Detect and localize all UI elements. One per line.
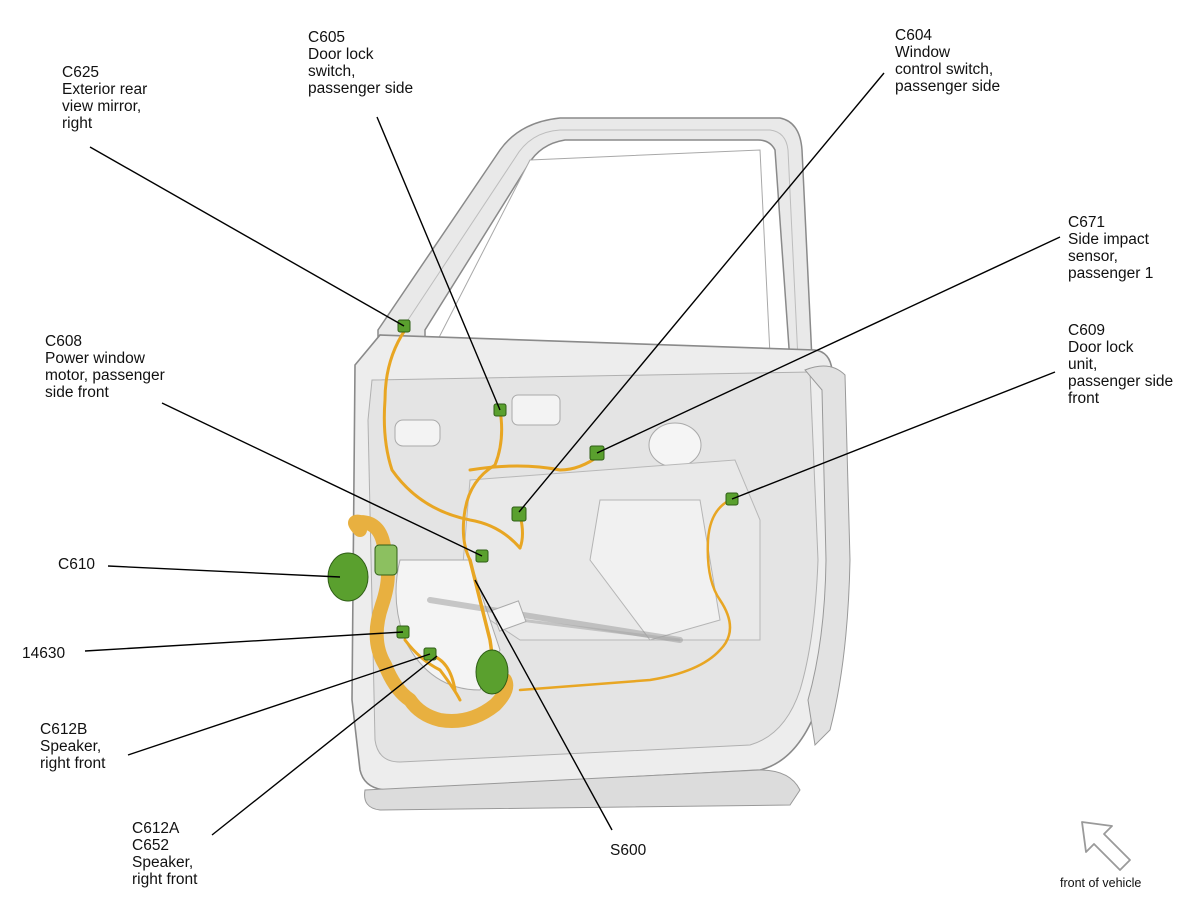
leader-c625: [89, 146, 405, 327]
connector-bracket: [374, 544, 398, 576]
connector-c604: [511, 506, 527, 522]
label-c609: C609 Door lock unit, passenger side fron…: [1068, 322, 1174, 407]
label-c671: C671 Side impact sensor, passenger 1: [1068, 214, 1154, 282]
label-14630: 14630: [22, 645, 66, 662]
leader-c604: [518, 72, 885, 513]
label-c612a: C612A C652 Speaker, right front: [132, 820, 198, 888]
label-s600: S600: [610, 842, 647, 859]
arrow-up-left-icon: [1081, 821, 1131, 871]
leader-lines: [84, 72, 1061, 836]
leader-c609: [731, 371, 1056, 500]
leader-c612b: [127, 653, 431, 756]
speaker-c612a: [475, 649, 509, 695]
leader-14630: [84, 631, 404, 652]
leader-s600: [474, 579, 613, 831]
connectors: [327, 319, 739, 695]
leader-c608: [161, 402, 483, 557]
door-window-frame: [377, 117, 813, 363]
door-inner-panel: [351, 334, 851, 811]
label-c604: C604 Window control switch, passenger si…: [895, 27, 1001, 95]
leader-c605: [376, 116, 501, 411]
label-c625: C625 Exterior rear view mirror, right: [62, 64, 148, 132]
label-c608: C608 Power window motor, passenger side …: [45, 333, 165, 401]
label-c605: C605 Door lock switch, passenger side: [308, 29, 414, 97]
leader-c612a: [211, 655, 438, 836]
label-c610: C610: [58, 556, 96, 573]
orientation-caption: front of vehicle: [1060, 876, 1142, 890]
leader-c610: [107, 565, 341, 578]
leader-c671: [596, 236, 1061, 454]
label-c612b: C612B Speaker, right front: [40, 721, 106, 772]
